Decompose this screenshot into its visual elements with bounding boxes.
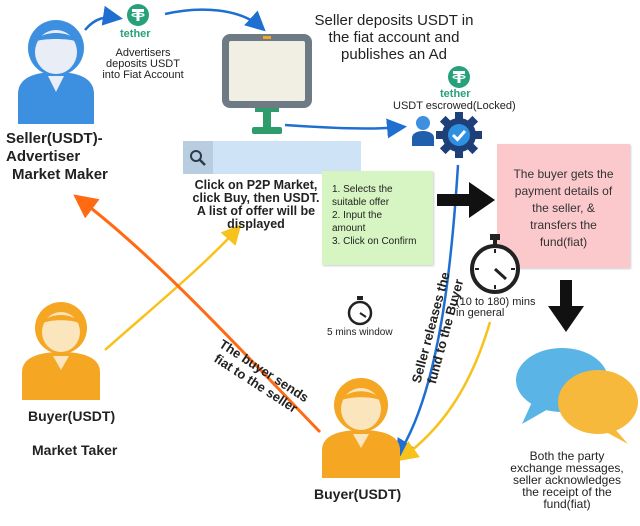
arrow-buyer-to-search [104, 224, 242, 351]
seller-person-icon [18, 20, 94, 124]
buyer-bottom-title: Buyer(USDT) [314, 486, 402, 502]
tether-wordmark-1: tether [120, 28, 151, 40]
gear-check-icon [436, 112, 482, 158]
stopwatch-icon [470, 234, 520, 294]
click-p2p-label: Click on P2P Market, click Buy, then USD… [192, 178, 320, 231]
five-mins-label: 5 mins window [327, 327, 393, 338]
tether-wordmark-2: tether [440, 88, 471, 100]
arrow-tether-to-monitor [164, 8, 266, 32]
arrow-timer-to-buyer [397, 321, 492, 461]
both-party-label: Both the party exchange messages, seller… [510, 449, 624, 511]
buyer-left-title: Buyer(USDT) [28, 408, 116, 424]
search-icon-box [183, 141, 213, 174]
steps-note: 1. Selects the suitable offer 2. Input t… [322, 171, 433, 265]
monitor-icon [222, 34, 312, 134]
seller-role: Market Maker [12, 166, 108, 183]
buyer-left-person-icon [22, 302, 100, 400]
arrow-monitor-to-escrow [284, 118, 407, 139]
buyer-bottom-person-icon [322, 378, 400, 478]
agent-person-icon [412, 116, 434, 146]
tether-icon [448, 66, 470, 88]
arrow-right-icon [437, 182, 495, 218]
tether-icon [127, 4, 149, 26]
buyer-left-role: Market Taker [32, 442, 118, 458]
advertisers-deposit-label: Advertisers deposits USDT into Fiat Acco… [102, 47, 184, 81]
seller-title: Seller(USDT)- Advertiser [6, 130, 103, 165]
ten-to-180-label: (10 to 180) mins in general [456, 296, 536, 319]
search-icon [190, 150, 206, 166]
arrow-down-icon [548, 280, 584, 332]
p2p-search-bar [183, 141, 361, 174]
stopwatch-icon [347, 296, 373, 326]
usdt-escrowed-label: USDT escrowed(Locked) [393, 100, 516, 112]
chat-bubbles-icon [516, 348, 638, 444]
payment-details-note: The buyer gets the payment details of th… [497, 144, 630, 268]
arrow-seller-to-tether [84, 5, 123, 31]
seller-deposits-label: Seller deposits USDT in the fiat account… [314, 12, 474, 63]
arrow-fiat-to-seller [73, 194, 322, 434]
